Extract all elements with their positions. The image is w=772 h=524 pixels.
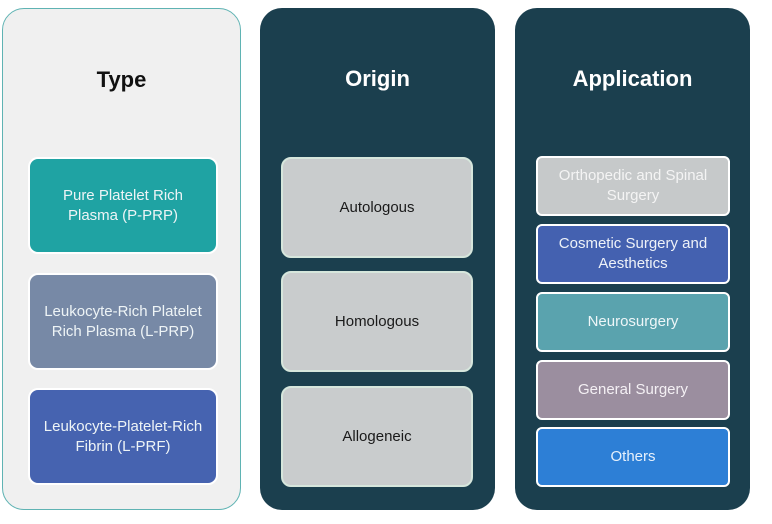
origin-box-autologous: Autologous xyxy=(281,157,473,258)
application-box-label: Cosmetic Surgery and Aesthetics xyxy=(558,235,708,272)
type-box-l-prf: Leukocyte-Platelet-Rich Fibrin (L-PRF) xyxy=(28,388,218,485)
application-panel: Application Orthopedic and Spinal Surger… xyxy=(515,8,750,510)
application-box-others: Others xyxy=(536,427,730,487)
application-box-orthopedic: Orthopedic and Spinal Surgery xyxy=(536,156,730,216)
application-box-label: Neurosurgery xyxy=(587,313,679,330)
origin-box-allogeneic: Allogeneic xyxy=(281,386,473,487)
type-panel: Type Pure Platelet Rich Plasma (P-PRP) L… xyxy=(2,8,241,510)
origin-box-label: Allogeneic xyxy=(342,427,412,445)
application-box-cosmetic: Cosmetic Surgery and Aesthetics xyxy=(536,224,730,284)
application-box-general-surgery: General Surgery xyxy=(536,360,730,420)
type-box-label: Pure Platelet Rich Plasma (P-PRP) xyxy=(62,186,184,224)
origin-title: Origin xyxy=(345,66,410,91)
type-box-label: Leukocyte-Platelet-Rich Fibrin (L-PRF) xyxy=(43,417,203,455)
application-box-label: Others xyxy=(610,448,656,465)
application-box-label: Orthopedic and Spinal Surgery xyxy=(558,167,708,204)
origin-panel: Origin Autologous Homologous Allogeneic xyxy=(260,8,495,510)
origin-box-label: Homologous xyxy=(334,312,420,330)
application-title: Application xyxy=(572,66,693,91)
type-box-p-prp: Pure Platelet Rich Plasma (P-PRP) xyxy=(28,157,218,254)
origin-box-label: Autologous xyxy=(339,198,415,216)
application-box-label: General Surgery xyxy=(577,381,689,398)
type-box-label: Leukocyte-Rich Platelet Rich Plasma (L-P… xyxy=(44,302,202,340)
type-title: Type xyxy=(96,67,147,92)
origin-box-homologous: Homologous xyxy=(281,271,473,372)
application-box-neurosurgery: Neurosurgery xyxy=(536,292,730,352)
type-box-l-prp: Leukocyte-Rich Platelet Rich Plasma (L-P… xyxy=(28,273,218,370)
